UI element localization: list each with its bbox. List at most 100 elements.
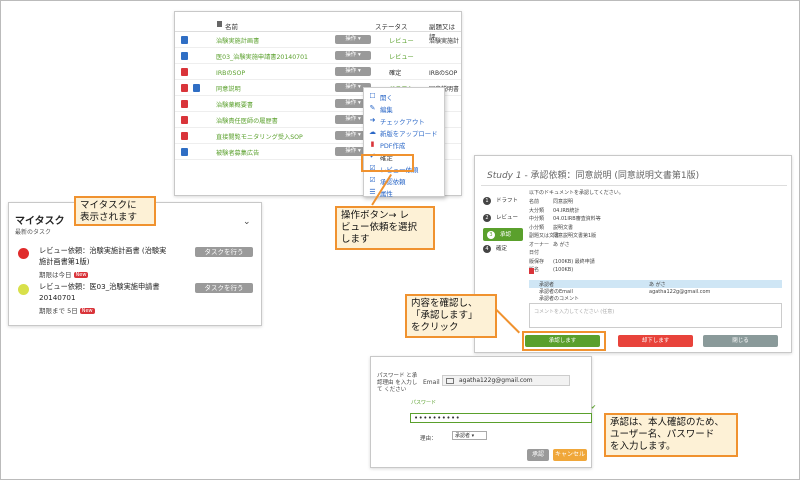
comment-textarea[interactable]: コメントを入力してください (任意) (529, 303, 782, 328)
menu-item[interactable]: ✔確定 (364, 150, 444, 163)
reason-value: 承認者 (455, 433, 471, 439)
callout-select-review: 操作ボタン→ レ ビュー依頼を選択 します (335, 206, 435, 250)
document-name-link[interactable]: 治験実施計画書 (216, 38, 260, 45)
step-number: 1 (483, 197, 491, 205)
document-info-row: 版保存(100KB) 最終申請 (529, 258, 595, 265)
pdf-file-icon[interactable] (529, 268, 534, 274)
password-dialog: パスワード と承認理由 を入力して ください Email agatha122g@… (370, 356, 596, 468)
document-row[interactable]: 治験責任医師の履歴書 操作 ▾ (175, 112, 461, 128)
header-name[interactable]: 名前 (225, 23, 238, 31)
header-subtitle[interactable]: 副題又は評 (429, 23, 455, 41)
document-name-link[interactable]: 治験責任医師の履歴書 (216, 118, 278, 125)
operation-button[interactable]: 操作 ▾ (335, 115, 371, 124)
info-value: あ がさ (553, 241, 570, 248)
workflow-step: 3 承認 (483, 228, 523, 241)
info-key: 小分類 (529, 224, 545, 231)
menu-item[interactable]: ➜チェックアウト (364, 114, 444, 127)
step-label: 確定 (496, 246, 508, 252)
email-label: Email (423, 379, 440, 386)
operation-button[interactable]: 操作 ▾ (335, 35, 371, 44)
review-request-highlight (361, 154, 414, 172)
dialog-cancel-button[interactable]: キャンセル (553, 449, 587, 461)
approver-table-header (529, 280, 782, 288)
task-status-dot (18, 284, 29, 295)
document-name-link[interactable]: 被験者募集広告 (216, 150, 260, 157)
dialog-approve-button[interactable]: 承認 (527, 449, 549, 461)
pdf-file-icon (181, 132, 188, 140)
document-name-link[interactable]: IRBのSOP (216, 70, 246, 77)
password-input[interactable]: •••••••••• (410, 413, 592, 423)
document-name-link[interactable]: 医03_治験実施申請書20140701 (216, 54, 308, 61)
approver-key: 承認者のEmail (539, 289, 573, 295)
do-task-button[interactable]: タスクを行う (195, 283, 253, 293)
my-task-title: マイタスク (15, 216, 65, 227)
menu-item[interactable]: ✎ 編集 (364, 102, 444, 115)
reason-select[interactable]: 承認者 ▾ (452, 431, 487, 440)
info-key: 版名 (529, 267, 540, 273)
step-label: レビュー (496, 215, 519, 221)
password-label: パスワード (411, 400, 437, 406)
step-number: 3 (487, 231, 495, 239)
document-name-link[interactable]: 同意説明 (216, 86, 241, 93)
operation-button[interactable]: 操作 ▾ (335, 147, 371, 156)
envelope-icon (446, 378, 454, 384)
document-name-link[interactable]: 治験薬概要書 (216, 102, 254, 109)
chevron-down-icon[interactable]: ⌄ (243, 217, 251, 227)
menu-item-label: 編集 (380, 106, 393, 114)
document-info-row: 日付 (529, 249, 553, 256)
document-row[interactable]: 被験者募集広告 操作 ▾ (175, 144, 461, 160)
menu-item[interactable]: ☁新版をアップロード (364, 126, 444, 139)
document-row[interactable]: 治験実施計画書操作 ▾レビュー治験実施計 (175, 32, 461, 48)
status-label: 確定 (389, 70, 402, 77)
menu-item-icon: ✎ (369, 104, 376, 112)
word-file-icon (181, 148, 188, 156)
menu-item[interactable]: ☑承認依頼 (364, 174, 444, 187)
document-row[interactable]: 直接閲覧モニタリング受入SOP 操作 ▾ (175, 128, 461, 144)
task-text[interactable]: レビュー依頼：治験実施計画書 (治験実施計画書第1版) (39, 245, 166, 267)
approver-key: 承認者 (539, 282, 555, 288)
pdf-file-icon (181, 100, 188, 108)
menu-item-icon: ➜ (369, 116, 376, 124)
task-status-dot (18, 248, 29, 259)
reject-button[interactable]: 却下します (618, 335, 693, 347)
document-row[interactable]: 医03_治験実施申請書20140701 操作 ▾ レビュー (175, 48, 461, 64)
approval-title-study: Study 1 (487, 171, 522, 181)
subtitle-label: IRBのSOP (429, 70, 458, 77)
password-instruction: パスワード と承認理由 を入力して ください (377, 373, 418, 393)
document-row[interactable]: IRBのSOP 操作 ▾ 確定 IRBのSOP (175, 64, 461, 80)
do-task-button[interactable]: タスクを行う (195, 247, 253, 257)
header-status[interactable]: ステータス (375, 23, 408, 31)
pdf-file-icon (181, 68, 188, 76)
document-info-row: オーナーあ がさ (529, 241, 570, 248)
operation-button[interactable]: 操作 ▾ (335, 131, 371, 140)
checkmark-icon: ✔ (591, 404, 597, 411)
menu-item[interactable]: ▮PDF作成 (364, 138, 444, 151)
document-name-link[interactable]: 直接閲覧モニタリング受入SOP (216, 134, 303, 141)
task-line2: 施計画書第1版) (39, 257, 90, 266)
approval-title: Study 1 - 承認依頼：同意説明 (同意説明文書第1版) (487, 168, 699, 181)
menu-item[interactable]: ☐開く (364, 90, 444, 103)
approve-button[interactable]: 承認します (525, 335, 600, 347)
status-label: レビュー (389, 54, 414, 61)
menu-item-icon: ☁ (369, 128, 376, 136)
operation-button[interactable]: 操作 ▾ (335, 51, 371, 60)
approver-value: agatha122g@gmail.com (649, 289, 711, 295)
operation-button[interactable]: 操作 ▾ (335, 67, 371, 76)
menu-item[interactable]: ☰属性 (364, 186, 444, 199)
operation-button[interactable]: 操作 ▾ (335, 99, 371, 108)
step-label: 承認 (500, 232, 512, 238)
close-button[interactable]: 閉じる (703, 335, 778, 347)
info-value: 同意説明 (553, 199, 574, 205)
operation-button[interactable]: 操作 ▾ (335, 83, 371, 92)
approver-key: 承認者のコメント (539, 296, 580, 302)
info-value: 説明文書 (553, 224, 574, 231)
approval-request-panel: Study 1 - 承認依頼：同意説明 (同意説明文書第1版) 以下のドキュメン… (474, 155, 792, 353)
document-list-header: 名前 ステータス 副題又は評 (175, 18, 461, 41)
menu-item-icon: ☑ (369, 164, 376, 172)
menu-item-icon: ▮ (370, 140, 375, 148)
